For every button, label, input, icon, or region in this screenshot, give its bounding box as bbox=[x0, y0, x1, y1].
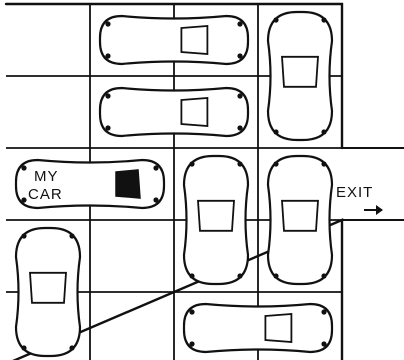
wheel-dot bbox=[273, 17, 278, 22]
wheel-dot bbox=[321, 273, 326, 278]
wheel-dot bbox=[273, 273, 278, 278]
wheel-dot bbox=[237, 93, 242, 98]
vehicle-car-row2-middle[interactable] bbox=[100, 88, 248, 136]
vehicle-car-top-right[interactable] bbox=[268, 12, 332, 140]
wheel-dot bbox=[189, 161, 194, 166]
car-body bbox=[184, 156, 248, 284]
vehicle-car-bottom-left[interactable] bbox=[16, 228, 80, 356]
wheel-dot bbox=[153, 165, 158, 170]
wheel-dot bbox=[69, 345, 74, 350]
car-body bbox=[100, 88, 248, 136]
wheel-dot bbox=[21, 165, 26, 170]
car-body bbox=[268, 156, 332, 284]
wheel-dot bbox=[321, 17, 326, 22]
wheel-dot bbox=[189, 341, 194, 346]
wheel-dot bbox=[189, 273, 194, 278]
vehicle-car-bottom-right[interactable] bbox=[184, 304, 332, 352]
vehicle-car-top-middle[interactable] bbox=[100, 16, 248, 64]
wheel-dot bbox=[237, 21, 242, 26]
wheel-dot bbox=[105, 125, 110, 130]
wheel-dot bbox=[153, 197, 158, 202]
wheel-dot bbox=[273, 161, 278, 166]
exit-label: EXIT bbox=[336, 184, 373, 201]
wheel-dot bbox=[21, 345, 26, 350]
wheel-dot bbox=[237, 273, 242, 278]
car-body bbox=[100, 16, 248, 64]
wheel-dot bbox=[69, 233, 74, 238]
car-body bbox=[184, 304, 332, 352]
exit-arrow-icon bbox=[376, 205, 383, 215]
wheel-dot bbox=[237, 161, 242, 166]
wheel-dot bbox=[105, 21, 110, 26]
wheel-dot bbox=[321, 161, 326, 166]
wheel-dot bbox=[237, 53, 242, 58]
wheel-dot bbox=[321, 341, 326, 346]
my-car-label-line2: CAR bbox=[28, 186, 63, 203]
wheel-dot bbox=[189, 309, 194, 314]
car-body bbox=[16, 228, 80, 356]
exit-sign: EXIT bbox=[336, 184, 383, 215]
wheel-dot bbox=[237, 125, 242, 130]
vehicle-car-center-vertical[interactable] bbox=[184, 156, 248, 284]
my-car-label-line1: MY bbox=[34, 168, 59, 185]
vehicle-car-exit-vertical[interactable] bbox=[268, 156, 332, 284]
wheel-dot bbox=[273, 129, 278, 134]
car-body bbox=[268, 12, 332, 140]
wheel-dot bbox=[21, 233, 26, 238]
wheel-dot bbox=[321, 129, 326, 134]
wheel-dot bbox=[105, 93, 110, 98]
wheel-dot bbox=[21, 197, 26, 202]
wheel-dot bbox=[321, 309, 326, 314]
my-car-windshield bbox=[116, 170, 140, 198]
wheel-dot bbox=[105, 53, 110, 58]
